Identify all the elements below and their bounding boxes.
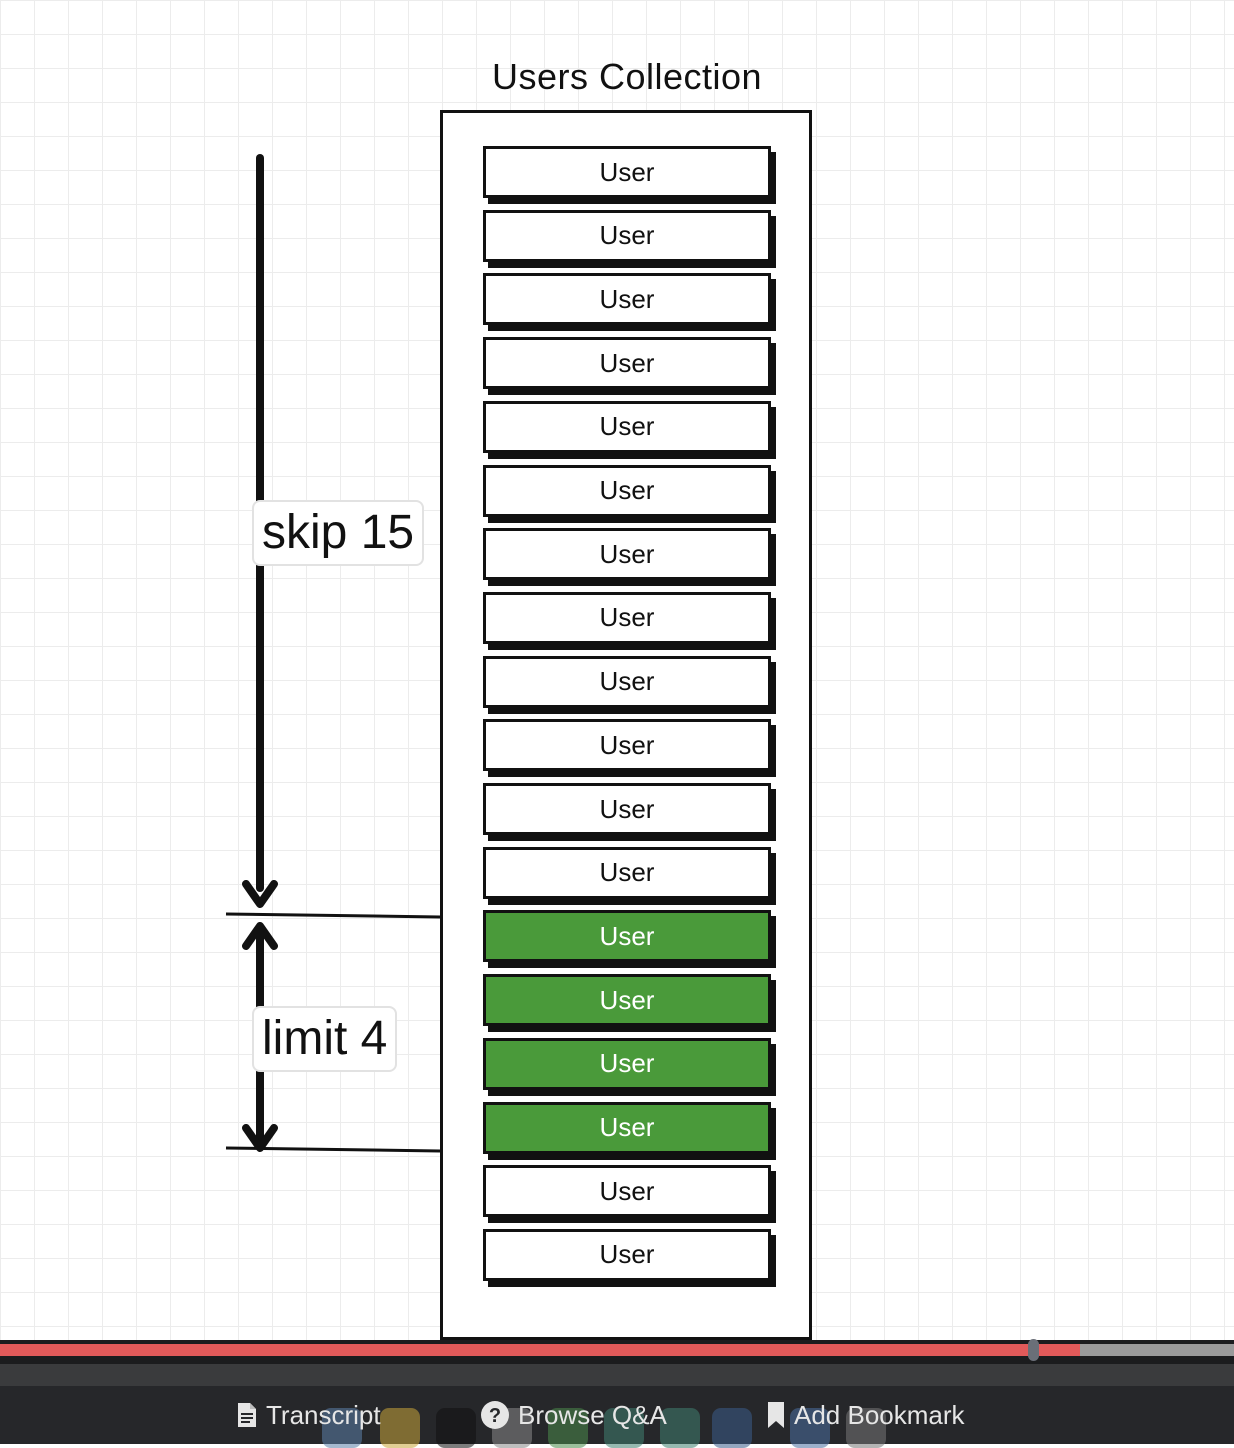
user-item: User [483, 846, 771, 899]
dock-folder-icon [790, 1408, 830, 1448]
user-item: User [483, 273, 771, 326]
question-circle-icon: ? [480, 1400, 510, 1430]
user-item-selected: User [483, 910, 771, 963]
progress-bar[interactable] [0, 1339, 1234, 1361]
add-bookmark-button[interactable]: Add Bookmark [766, 1398, 965, 1432]
user-item-selected: User [483, 1101, 771, 1154]
dock-app-icon [604, 1408, 644, 1448]
bookmark-icon [766, 1401, 786, 1429]
limit-arrow-head-up [242, 922, 278, 950]
skip-label: skip 15 [252, 500, 425, 566]
user-item: User [483, 528, 771, 581]
user-item: User [483, 1165, 771, 1218]
user-item: User [483, 146, 771, 198]
skip-arrow-head [242, 880, 278, 908]
user-item: User [483, 591, 771, 644]
browse-qa-button[interactable]: ? Browse Q&A [480, 1398, 667, 1432]
diagram-title: Users Collection [491, 56, 763, 97]
skip-boundary-line [225, 912, 441, 919]
dock-chrome-icon [380, 1408, 420, 1448]
user-item: User [483, 1228, 771, 1281]
progress-fill [0, 1344, 1080, 1356]
user-item: User [483, 209, 771, 262]
user-item: User [483, 783, 771, 835]
svg-text:?: ? [489, 1405, 501, 1427]
add-bookmark-label: Add Bookmark [794, 1399, 965, 1430]
skip-limit-arrows [225, 154, 441, 1153]
user-item: User [483, 337, 771, 390]
video-player-bar: Transcript ? Browse Q&A Add Bookmark [0, 1339, 1234, 1448]
progress-scrubber-handle[interactable] [1027, 1339, 1039, 1361]
limit-label: limit 4 [252, 1006, 398, 1072]
lecture-actions-bar: Transcript ? Browse Q&A Add Bookmark [0, 1386, 1234, 1448]
user-item: User [483, 655, 771, 708]
limit-boundary-line [225, 1146, 441, 1153]
user-item-selected: User [483, 1037, 771, 1090]
dock-trash-icon [846, 1408, 886, 1448]
user-item-selected: User [483, 974, 771, 1027]
controls-band [0, 1364, 1234, 1386]
user-item: User [483, 400, 771, 453]
dock-app-icon [548, 1408, 588, 1448]
user-item: User [483, 719, 771, 772]
dock-finder-icon [322, 1408, 362, 1448]
browse-qa-label: Browse Q&A [518, 1399, 667, 1430]
document-icon [236, 1402, 258, 1428]
dock-app-icon [712, 1408, 752, 1448]
dock-terminal-icon [436, 1408, 476, 1448]
user-item: User [483, 464, 771, 517]
dock-app-icon [660, 1408, 700, 1448]
transcript-label: Transcript [266, 1399, 381, 1430]
transcript-button[interactable]: Transcript [236, 1398, 381, 1432]
